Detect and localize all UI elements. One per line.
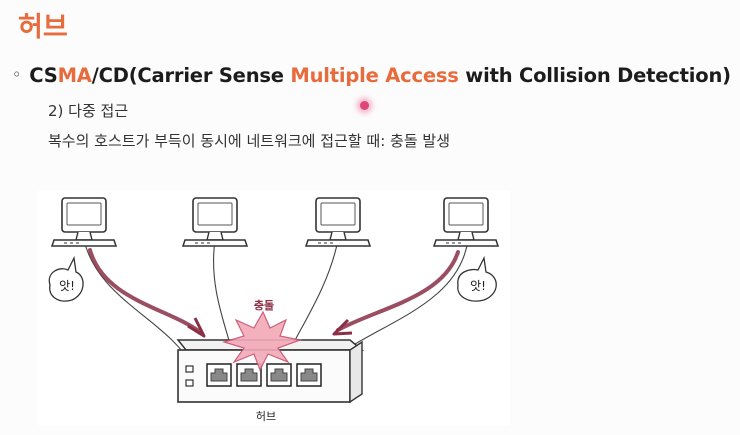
sub-heading: 2) 다중 접근 [48, 102, 129, 120]
computer-icon [305, 197, 371, 247]
speech-bubble-left [48, 255, 84, 302]
computer-icon [433, 197, 499, 247]
speech-bubble-right-text: 앗! [470, 279, 486, 293]
hub-collision-diagram: 앗! 앗! 충돌 허브 [38, 190, 510, 426]
signal-arrow-right [336, 250, 460, 332]
bullet-segment: with Collision Detection) [458, 64, 731, 87]
collision-burst [221, 310, 303, 372]
cable-1 [83, 239, 193, 367]
speech-bubble-left-text: 앗! [59, 279, 75, 293]
hub-port [236, 363, 262, 387]
slide-title: 허브 [18, 12, 68, 43]
bullet-segment-highlight: MA [57, 64, 92, 87]
bullet-csma-cd: ◦ CSMA/CD(Carrier Sense Multiple Access w… [12, 64, 731, 87]
laser-pointer-dot [360, 101, 369, 110]
bullet-segment: CS [29, 64, 58, 87]
hub-label: 허브 [256, 410, 276, 423]
hub-port [296, 363, 322, 387]
speech-bubble-right [457, 255, 497, 302]
bullet-segment-highlight: Multiple Access [290, 64, 459, 87]
computer-icon [182, 197, 248, 247]
bullet-segment: /CD(Carrier Sense [91, 64, 291, 87]
sub-description: 복수의 호스트가 부득이 동시에 네트워크에 접근할 때: 충돌 발생 [48, 132, 451, 150]
computer-icon [51, 197, 117, 247]
hub-port [266, 363, 292, 387]
bullet-marker: ◦ [12, 65, 22, 84]
hub-port [206, 363, 232, 387]
signal-arrow-left-head [187, 317, 206, 338]
signal-arrow-right-head [332, 318, 353, 336]
signal-arrow-left [88, 248, 202, 334]
collision-label: 충돌 [254, 298, 274, 312]
